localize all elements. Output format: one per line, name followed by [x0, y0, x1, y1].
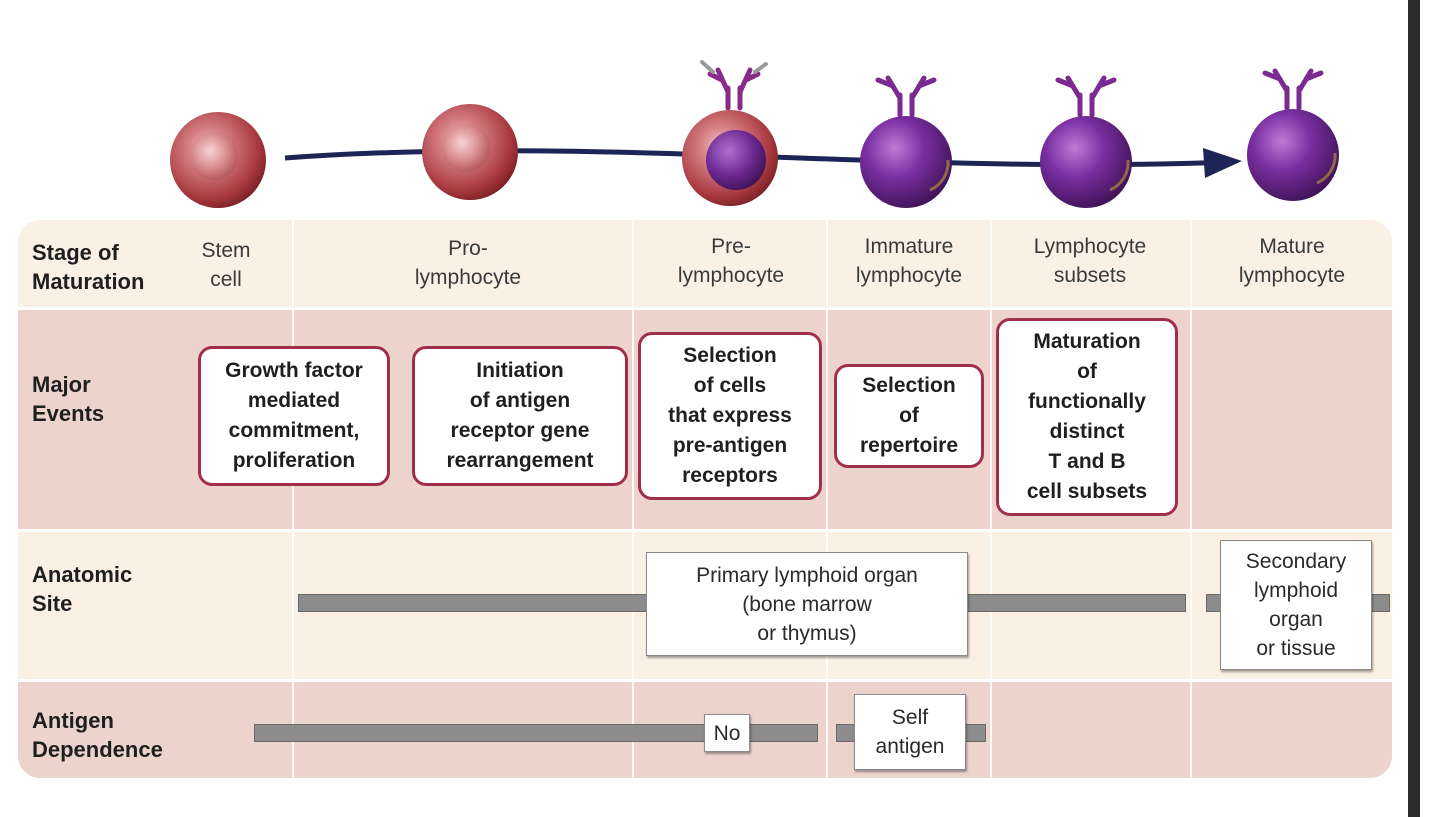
stage-immature-lymphocyte: Immature lymphocyte [855, 235, 963, 287]
immature-lymphocyte-cell-icon [860, 75, 952, 208]
row-header-antigen: Antigen Dependence [32, 708, 163, 762]
anatomic-site-bar [1370, 594, 1390, 612]
event-growth-factor: Growth factor mediated commitment, proli… [198, 346, 390, 486]
column-divider [990, 220, 992, 778]
event-initiation-antigen-receptor: Initiation of antigen receptor gene rear… [412, 346, 628, 486]
stage-pro-lymphocyte: Pro- lymphocyte [414, 237, 522, 289]
stage-mature-lymphocyte: Mature lymphocyte [1238, 235, 1346, 287]
row-header-stage: Stage of Maturation [32, 240, 145, 294]
row-divider [18, 529, 1392, 532]
column-divider [292, 220, 294, 778]
pro-lymphocyte-cell-icon [422, 104, 518, 200]
maturation-arrow-head [1203, 148, 1242, 178]
stage-pre-lymphocyte: Pre- lymphocyte [677, 235, 785, 287]
antigen-no-label: No [704, 714, 750, 752]
mature-lymphocyte-cell-icon [1247, 68, 1339, 201]
anatomic-site-bar [958, 594, 1186, 612]
pre-lymphocyte-cell-icon [682, 60, 778, 206]
event-selection-pre-antigen-receptors: Selection of cells that express pre-anti… [638, 332, 822, 500]
secondary-lymphoid-organ-box: Secondary lymphoid organ or tissue [1220, 540, 1372, 670]
lymphocyte-subsets-cell-icon [1040, 75, 1132, 208]
row-header-site: Anatomic Site [32, 562, 133, 616]
self-antigen-label: Self antigen [854, 694, 966, 770]
anatomic-site-bar [298, 594, 658, 612]
stage-lymphocyte-subsets: Lymphocyte subsets [1033, 235, 1147, 287]
stage-stem-cell: Stem cell [201, 239, 251, 291]
primary-lymphoid-organ-box: Primary lymphoid organ (bone marrow or t… [646, 552, 968, 656]
page-edge-border [1408, 0, 1420, 817]
column-divider [826, 220, 828, 778]
antigen-dependence-bar [254, 724, 818, 742]
column-divider [632, 220, 634, 778]
row-divider [18, 679, 1392, 682]
row-header-events: Major Events [32, 372, 105, 426]
stem-cell-icon [170, 112, 266, 208]
row-divider [18, 307, 1392, 310]
maturation-table: Stage of Maturation Major Events Anatomi… [18, 220, 1392, 778]
column-divider [1190, 220, 1192, 778]
cell-illustrations [170, 60, 1339, 208]
event-selection-of-repertoire: Selection of repertoire [834, 364, 984, 468]
event-maturation-subsets: Maturation of functionally distinct T an… [996, 318, 1178, 516]
stage-row [18, 220, 1392, 308]
